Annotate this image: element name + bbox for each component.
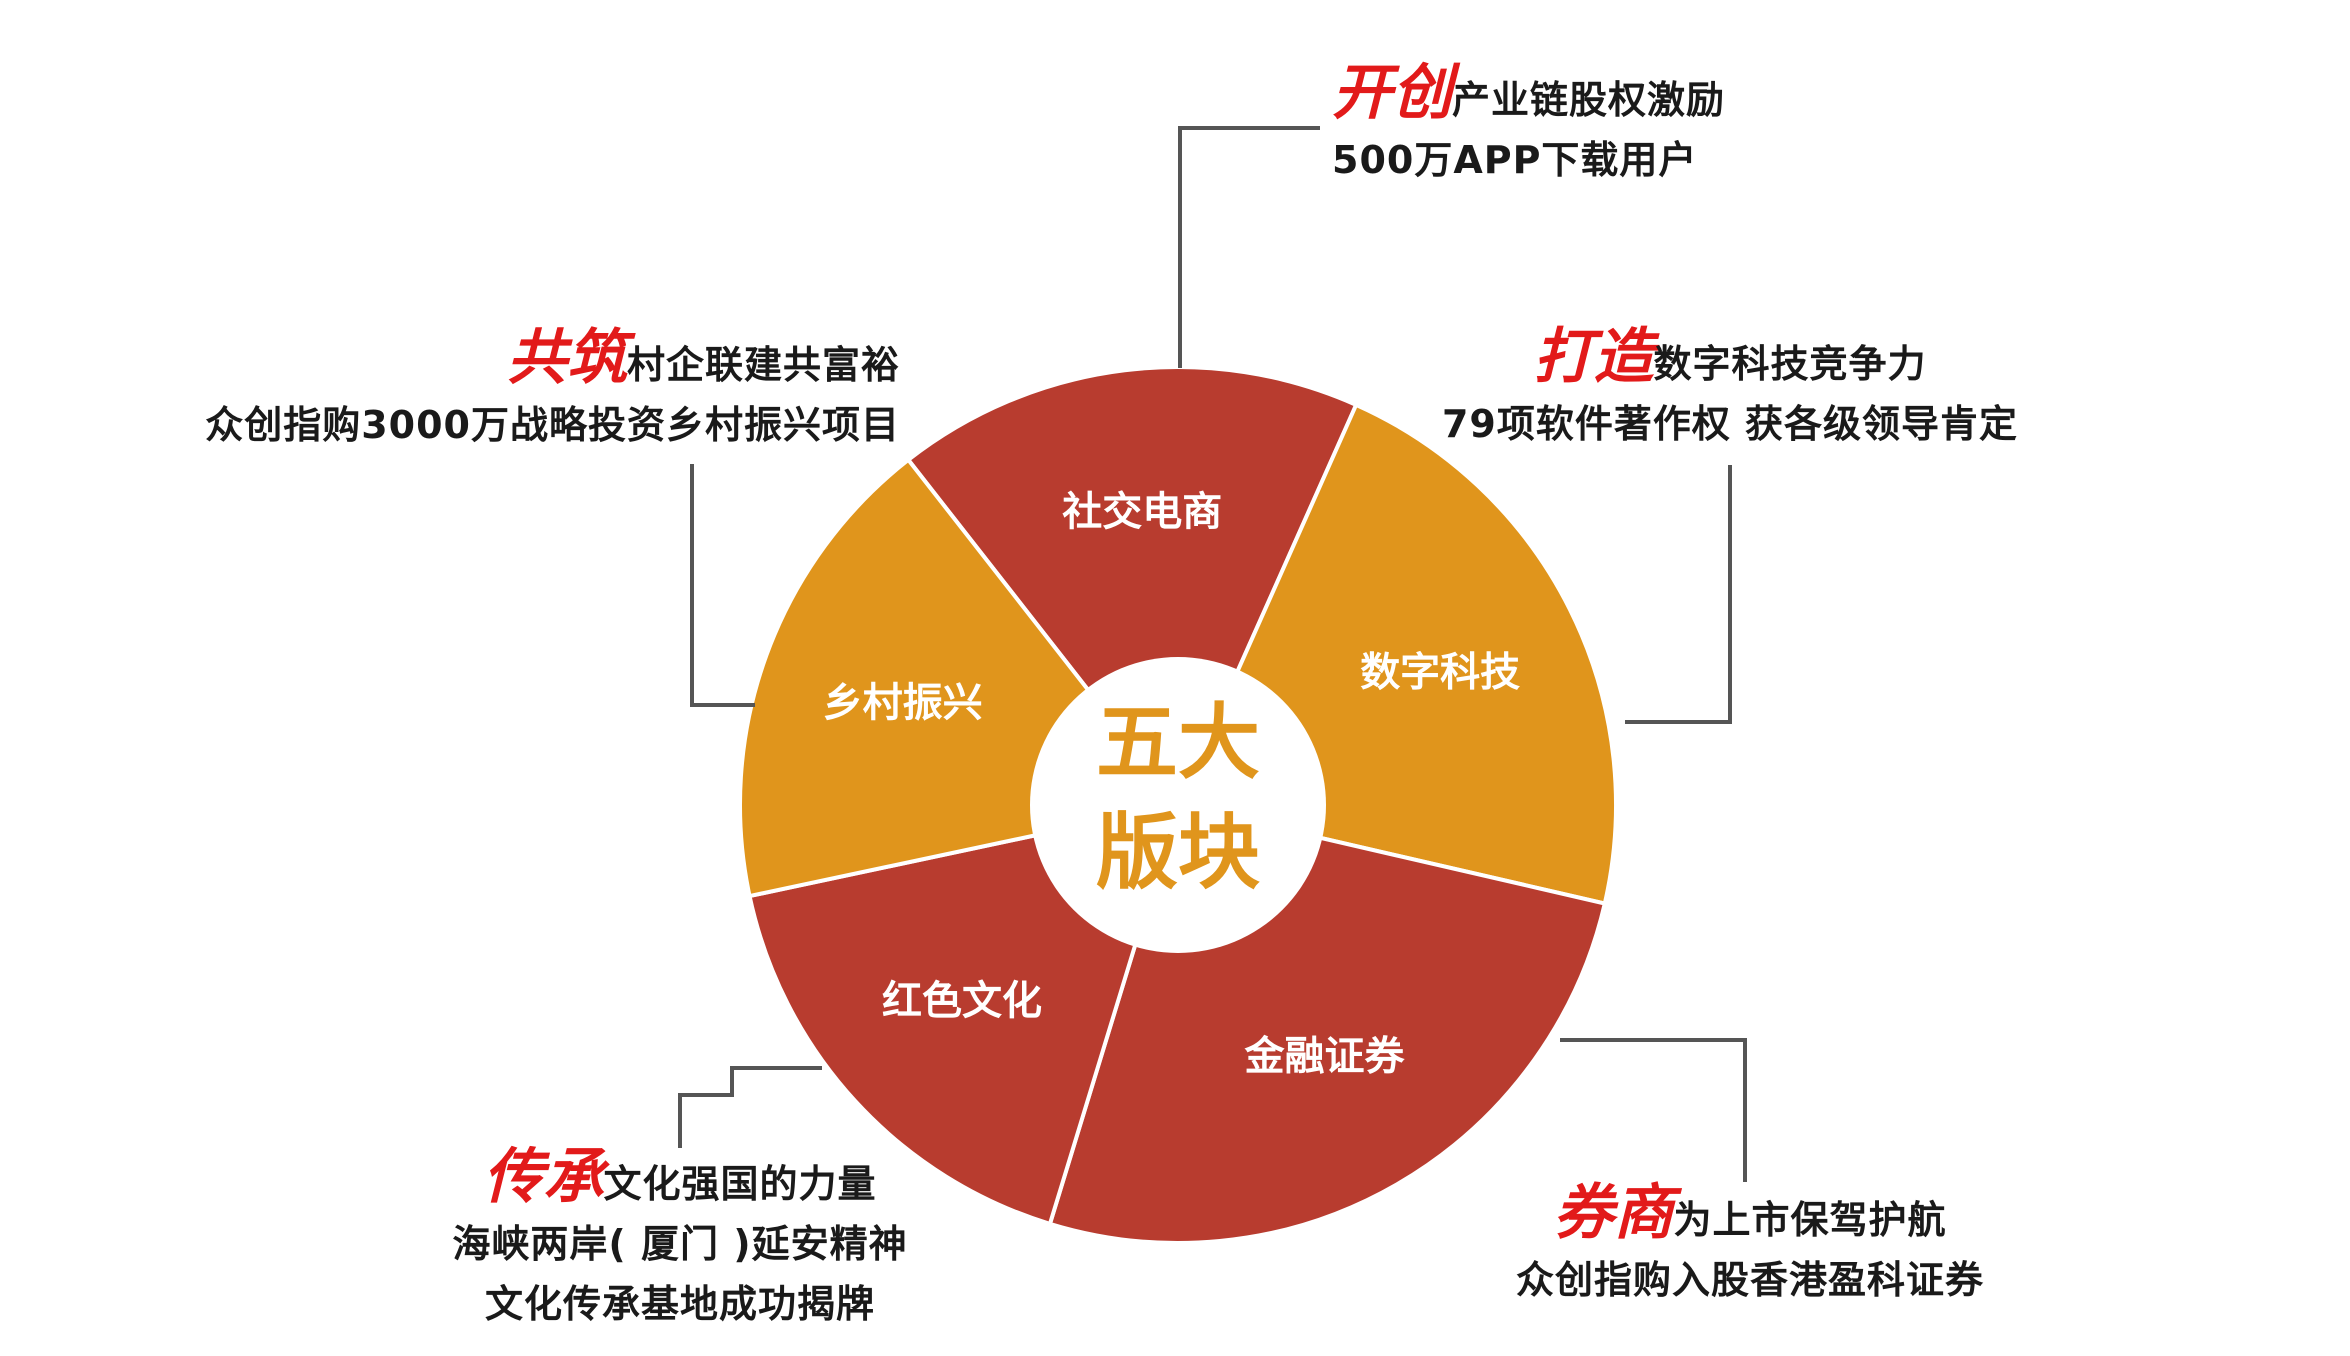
annotation-social: 开创产业链股权激励 500万APP下载用户 (1332, 63, 1725, 190)
annotation-finance: 券商为上市保驾护航 众创指购入股香港盈科证券 (1480, 1183, 2020, 1310)
connector-digital (1625, 465, 1732, 724)
annotation-culture-keyword: 传承 (483, 1142, 604, 1212)
connector-finance (1560, 1038, 1747, 1182)
segment-label-rural: 乡村振兴 (823, 680, 983, 726)
annotation-digital-keyword: 打造 (1533, 322, 1654, 392)
annotation-finance-keyword: 券商 (1553, 1178, 1674, 1248)
annotation-culture: 传承文化强国的力量 海峡两岸( 厦门 )延安精神 文化传承基地成功揭牌 (420, 1147, 940, 1334)
connector-culture (678, 1066, 822, 1148)
annotation-finance-line2: 众创指购入股香港盈科证券 (1515, 1258, 1984, 1302)
segment-label-social: 社交电商 (1062, 489, 1222, 535)
center-label-line2: 版块 (1096, 805, 1260, 900)
center-label-line1: 五大 (1096, 695, 1260, 790)
segment-label-culture: 红色文化 (882, 978, 1042, 1024)
annotation-digital-line1: 数字科技竞争力 (1653, 342, 1927, 386)
annotation-social-line1: 产业链股权激励 (1452, 78, 1726, 122)
connector-rural (690, 464, 755, 707)
annotation-culture-line2: 海峡两岸( 厦门 )延安精神 (452, 1222, 908, 1266)
annotation-social-keyword: 开创 (1332, 58, 1452, 128)
connector-social (1178, 126, 1320, 368)
segment-label-digital: 数字科技 (1360, 649, 1520, 695)
segment-social (905, 365, 1359, 809)
annotation-social-line2: 500万APP下载用户 (1332, 138, 1698, 182)
annotation-rural: 共筑村企联建共富裕 众创指购3000万战略投资乡村振兴项目 (160, 328, 900, 455)
annotation-rural-line1: 村企联建共富裕 (626, 343, 900, 387)
annotation-culture-line1: 文化强国的力量 (603, 1162, 877, 1206)
segment-culture (747, 802, 1181, 1227)
annotation-rural-line2: 众创指购3000万战略投资乡村振兴项目 (205, 403, 900, 447)
segment-label-finance: 金融证券 (1244, 1034, 1406, 1080)
connector-lines (678, 126, 1747, 1182)
center-disc (1030, 657, 1326, 953)
annotation-finance-line1: 为上市保驾护航 (1673, 1198, 1947, 1242)
annotation-digital: 打造数字科技竞争力 79项软件著作权 获各级领导肯定 (1420, 327, 2040, 454)
annotation-digital-line2: 79项软件著作权 获各级领导肯定 (1441, 402, 2019, 446)
annotation-culture-line3: 文化传承基地成功揭牌 (484, 1282, 875, 1326)
annotation-rural-keyword: 共筑 (506, 323, 627, 393)
